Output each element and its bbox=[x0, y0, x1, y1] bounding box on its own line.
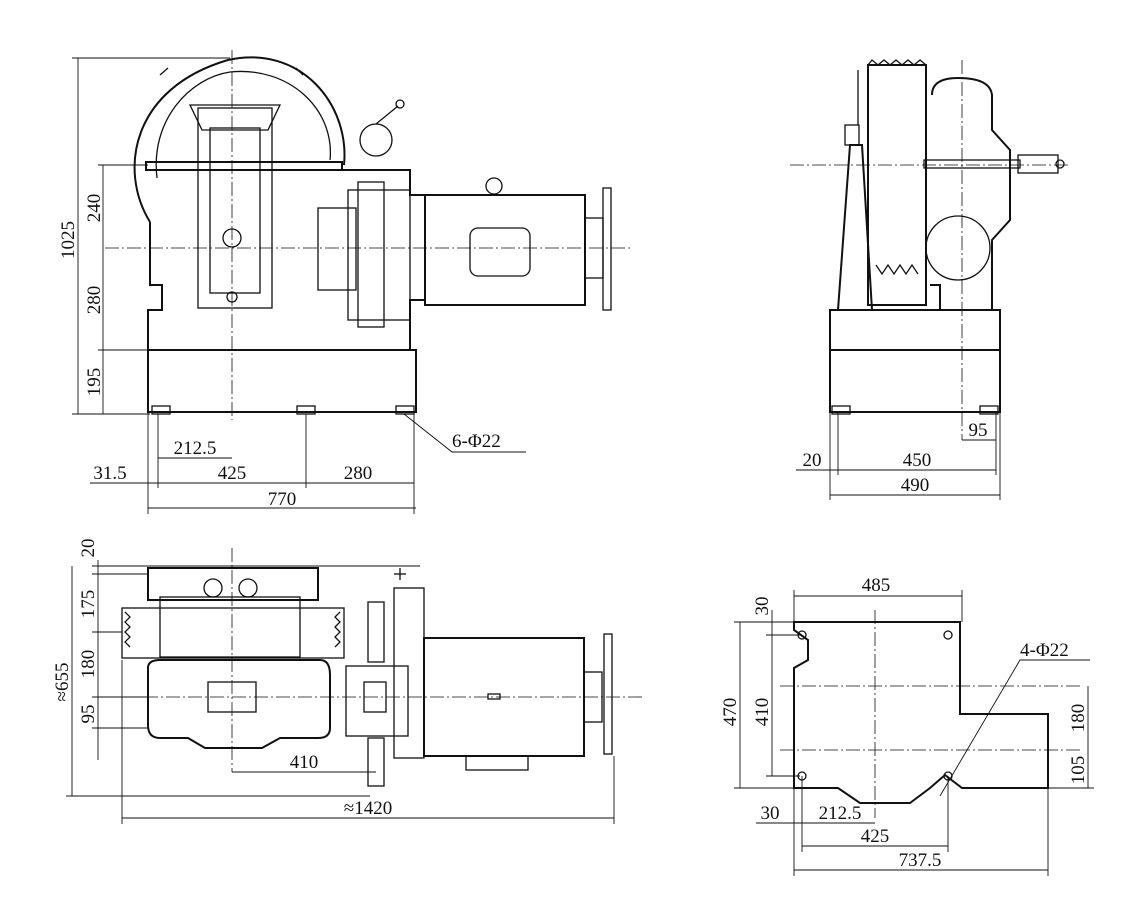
dim-30-vertical: 30 bbox=[752, 597, 773, 616]
dim-30-horizontal: 30 bbox=[761, 803, 780, 824]
side-pedestal bbox=[829, 309, 1001, 351]
lift-lug-right bbox=[295, 67, 304, 76]
side-view: 95 20 450 490 bbox=[790, 59, 1068, 500]
brake-stand bbox=[836, 144, 874, 311]
drum-profile bbox=[867, 64, 927, 306]
top-key bbox=[487, 693, 501, 700]
drum-guard-arc bbox=[133, 56, 346, 223]
dim-470: 470 bbox=[720, 698, 741, 727]
foot-pad-1 bbox=[151, 405, 171, 415]
dim-1025: 1025 bbox=[58, 221, 79, 259]
lift-lug-left bbox=[159, 67, 169, 76]
top-lug-right bbox=[238, 578, 258, 598]
dim-195: 195 bbox=[84, 368, 105, 397]
motor-body bbox=[424, 194, 586, 306]
motor-lifting-eye bbox=[485, 177, 503, 195]
foot-pad-3 bbox=[395, 405, 415, 415]
dim-280-horizontal: 280 bbox=[344, 463, 373, 484]
dim-425: 425 bbox=[218, 463, 247, 484]
side-foot-pad-right bbox=[979, 405, 999, 415]
dim-105: 105 bbox=[1068, 756, 1089, 785]
dim-485: 485 bbox=[862, 575, 891, 596]
end-flange bbox=[602, 187, 612, 311]
top-end-flange bbox=[603, 633, 613, 755]
hole-callout-4: 4-Φ22 bbox=[1020, 640, 1069, 661]
coupling-housing bbox=[317, 207, 357, 291]
dim-20-top: 20 bbox=[78, 539, 99, 558]
dim-737-5: 737.5 bbox=[899, 850, 942, 871]
base-frame bbox=[147, 349, 417, 413]
release-knob bbox=[395, 99, 405, 109]
front-view: 1025 240 280 195 212.5 31.5 425 280 770 … bbox=[58, 50, 630, 514]
top-drum-cover bbox=[147, 567, 319, 601]
side-base-frame bbox=[829, 349, 1001, 413]
dim-1420-approx: ≈1420 bbox=[344, 798, 392, 819]
gear-housing-inner bbox=[209, 127, 261, 294]
side-foot-pad-left bbox=[831, 405, 851, 415]
release-rod-end bbox=[1017, 154, 1059, 174]
dim-212-5-base: 212.5 bbox=[819, 803, 862, 824]
top-drum-grooves bbox=[121, 607, 345, 659]
top-view: 20 175 180 95 ≈655 410 ≈1420 bbox=[52, 539, 645, 824]
release-rod bbox=[923, 159, 1021, 169]
dim-280-vertical: 280 bbox=[84, 286, 105, 315]
dim-770: 770 bbox=[268, 489, 297, 510]
dim-410-base: 410 bbox=[752, 698, 773, 727]
brake-stand-cap bbox=[844, 124, 860, 146]
brake-arm-hub bbox=[359, 123, 393, 157]
drum-groove-right bbox=[334, 611, 341, 648]
dim-212-5: 212.5 bbox=[174, 438, 217, 459]
drum-groove-left bbox=[124, 611, 131, 648]
anchor-hole-2 bbox=[943, 630, 953, 640]
terminal-box bbox=[469, 227, 531, 277]
hole-callout-leader bbox=[403, 413, 526, 453]
drum-guard-inner-arc bbox=[155, 70, 331, 179]
top-brake-arm-lower bbox=[367, 737, 385, 787]
base-hole-callout-leader bbox=[939, 659, 1090, 797]
dim-180-base: 180 bbox=[1068, 704, 1089, 733]
release-lever bbox=[375, 105, 399, 125]
gearbox-profile bbox=[930, 76, 1011, 311]
base-plan-view: 485 30 470 410 180 105 4-Φ22 30 212.5 42… bbox=[720, 575, 1094, 876]
hole-callout-6: 6-Φ22 bbox=[452, 431, 501, 452]
top-terminal-box bbox=[465, 755, 529, 771]
dim-240: 240 bbox=[84, 194, 105, 223]
top-drum-frame bbox=[159, 596, 301, 658]
dim-655-approx: ≈655 bbox=[52, 663, 73, 702]
brake-shoe bbox=[357, 181, 385, 328]
dim-180-top: 180 bbox=[78, 650, 99, 679]
dim-425-base: 425 bbox=[861, 826, 890, 847]
dim-410-top: 410 bbox=[290, 752, 319, 773]
dim-95-top: 95 bbox=[78, 705, 99, 724]
dim-95: 95 bbox=[969, 420, 988, 441]
top-brake-arm-upper bbox=[367, 601, 385, 663]
motor-end-circle bbox=[925, 215, 991, 281]
drum-serration-top bbox=[867, 59, 927, 66]
dim-20-side: 20 bbox=[803, 450, 822, 471]
brake-drum bbox=[347, 189, 411, 321]
base-plate-outline bbox=[793, 621, 1049, 804]
drum-guard-flange bbox=[145, 161, 343, 171]
dim-175: 175 bbox=[78, 590, 99, 619]
gear-top-cover bbox=[188, 104, 282, 131]
rod-knob bbox=[1055, 159, 1065, 169]
dim-31-5: 31.5 bbox=[93, 463, 126, 484]
drum-serration-bottom bbox=[875, 263, 919, 276]
top-lug-left bbox=[203, 578, 223, 598]
top-brake-housing bbox=[345, 665, 409, 737]
gearbox-body bbox=[147, 165, 426, 351]
dim-490: 490 bbox=[901, 475, 930, 496]
gear-housing bbox=[197, 107, 273, 309]
top-gearbox bbox=[147, 659, 331, 749]
dim-450: 450 bbox=[903, 450, 932, 471]
top-motor-flange bbox=[393, 587, 425, 759]
